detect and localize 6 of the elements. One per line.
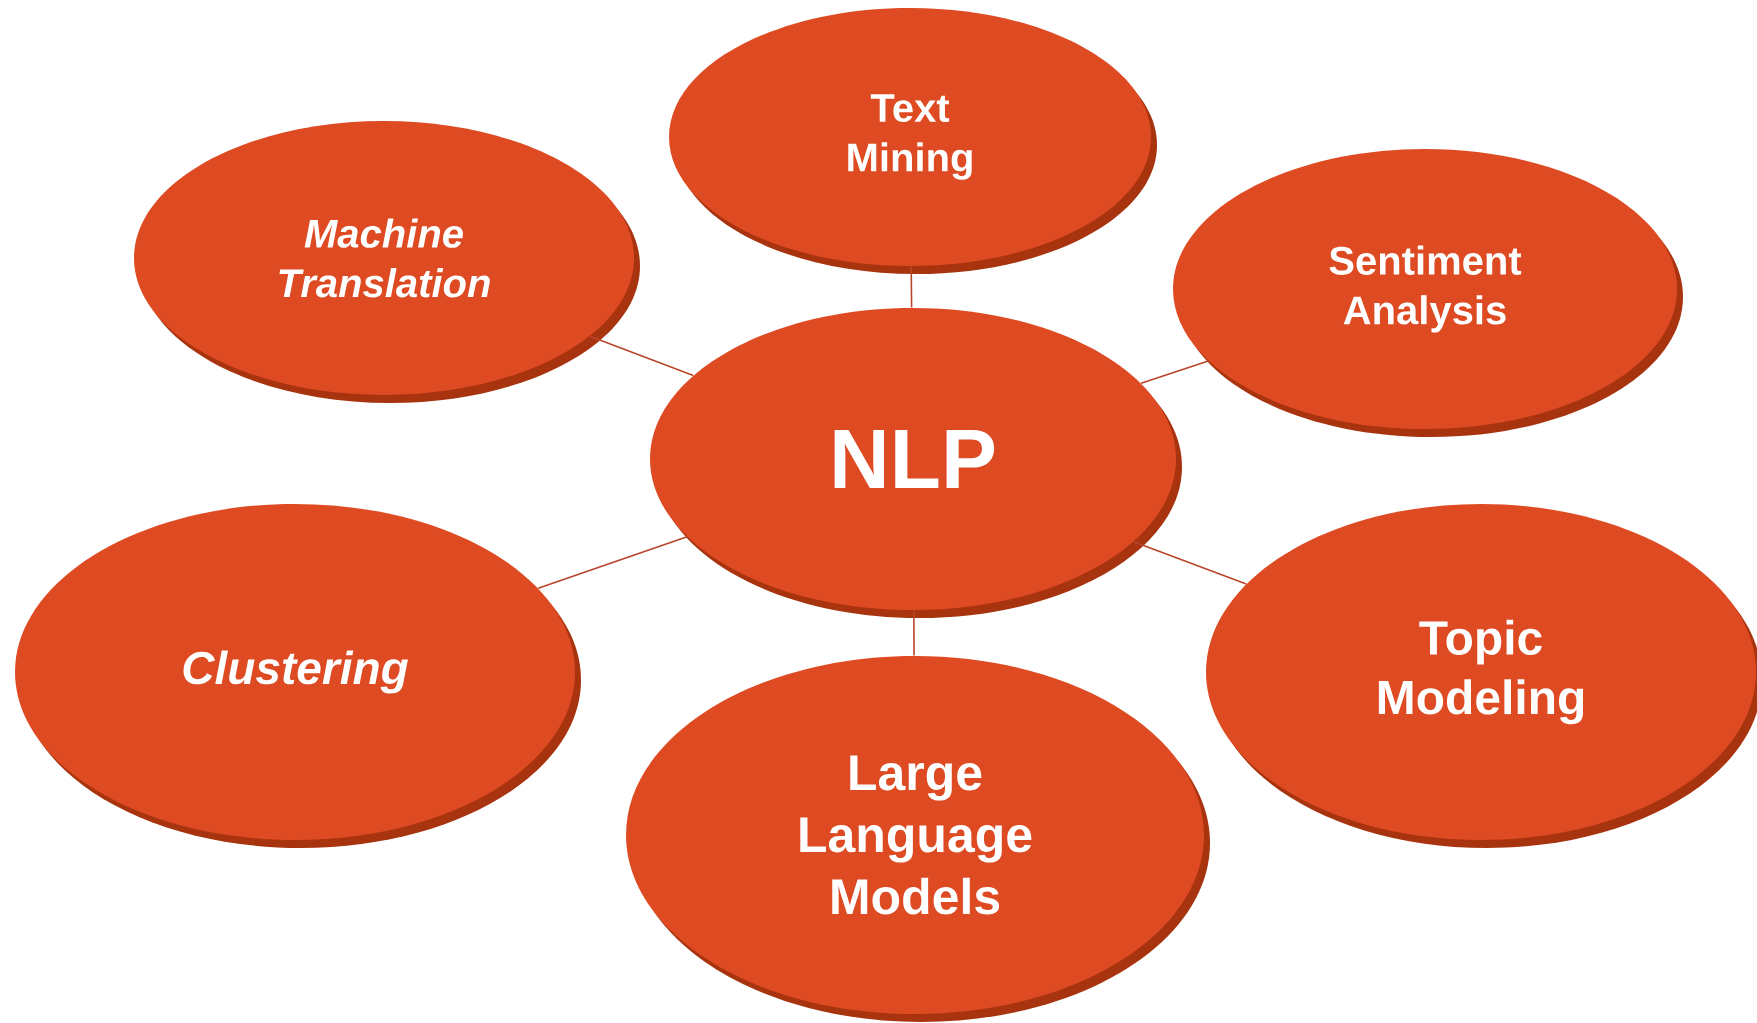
connector-line	[913, 609, 915, 657]
connector-line	[910, 265, 913, 309]
connector-line	[589, 335, 695, 377]
connector-line	[1132, 540, 1248, 585]
connector-line	[537, 536, 688, 589]
connector-line	[1140, 360, 1210, 385]
